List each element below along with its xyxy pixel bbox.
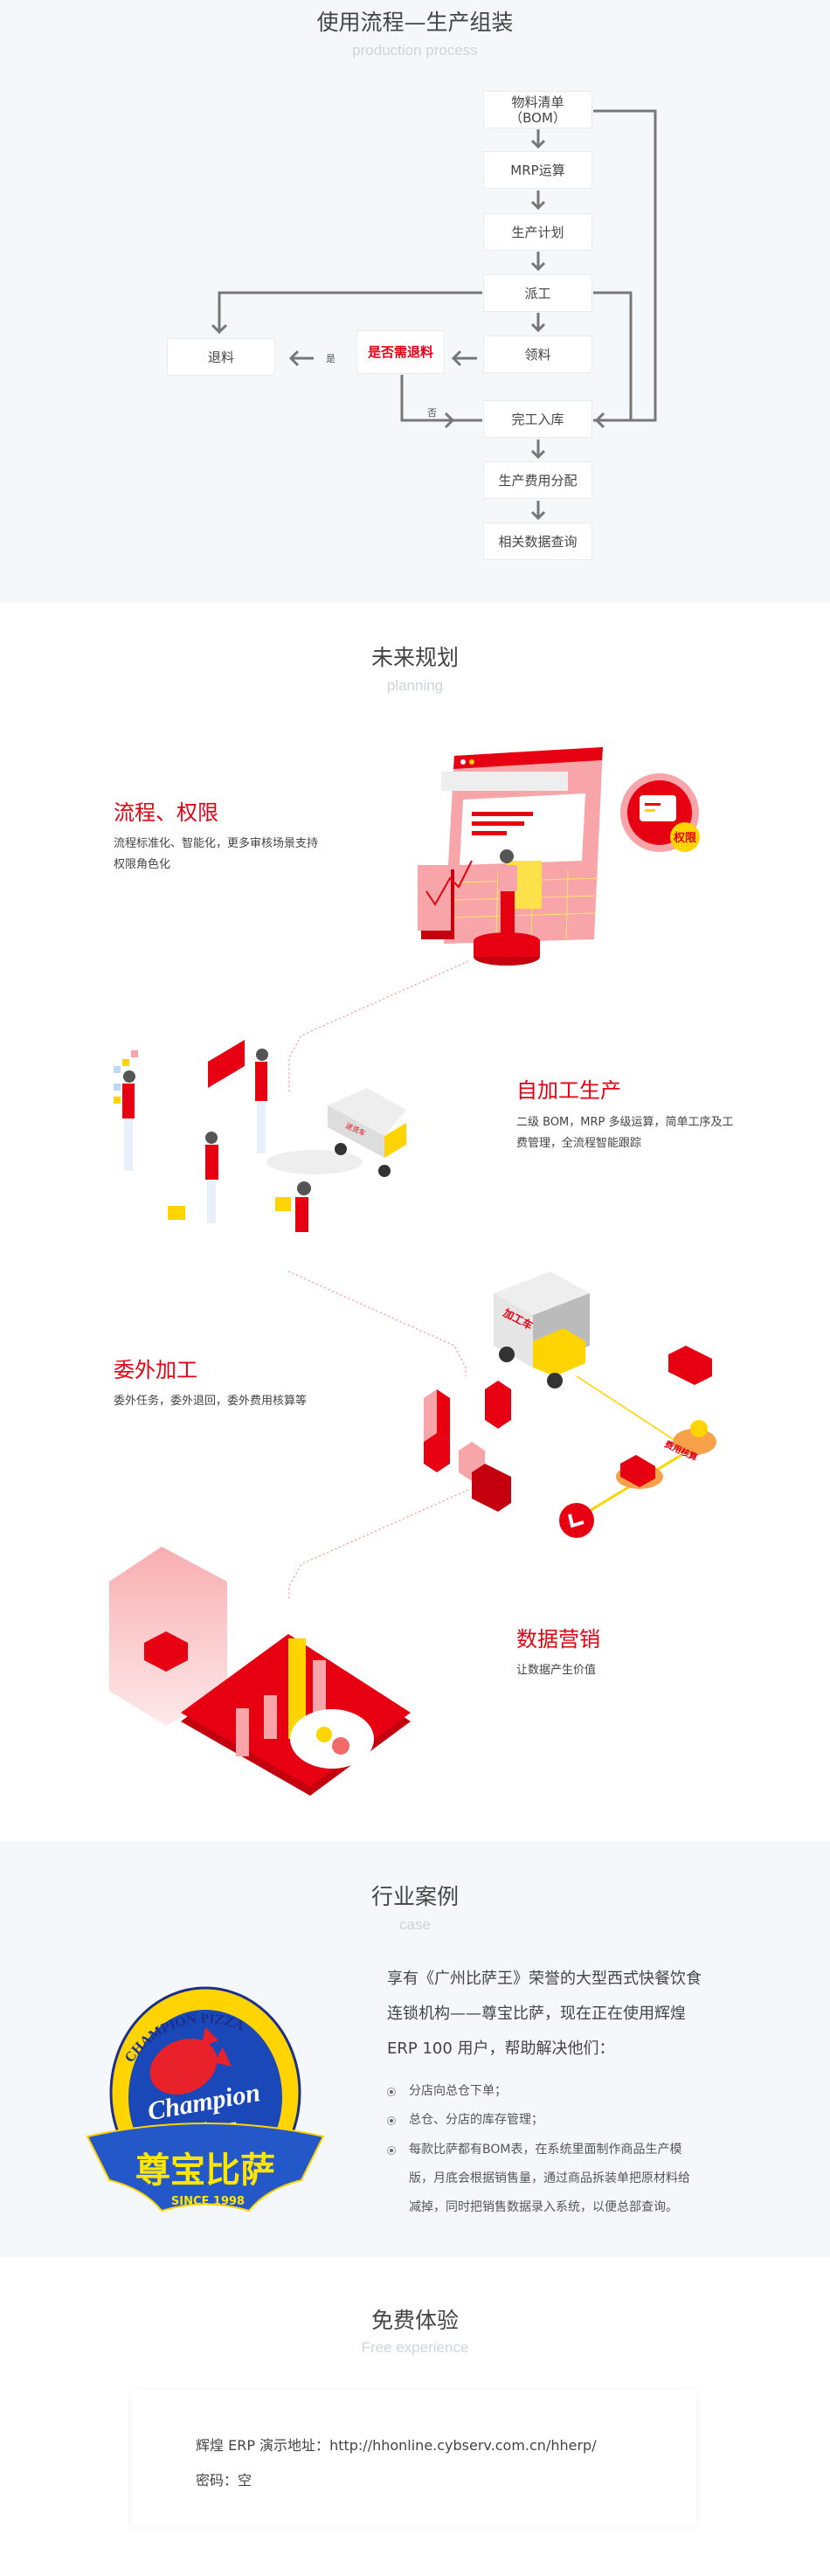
flow-step-query: 相关数据查询	[483, 523, 592, 560]
flow-step-dispatch: 派工	[483, 274, 592, 312]
plan-item-desc: 让数据产生价值	[516, 1660, 596, 1681]
intro-line: ERP 100 用户，帮助解决他们：	[387, 2039, 615, 2058]
intro-line: 享有《广州比萨王》荣誉的大型西式快餐饮食	[387, 1970, 702, 1988]
production-illustration: 送货车	[114, 1040, 406, 1232]
desc-line: 委外任务，委外退回，委外费用核算等	[114, 1395, 308, 1408]
plan-item-desc: 委外任务，委外退回，委外费用核算等	[114, 1391, 307, 1412]
process-subtitle: production process	[352, 42, 478, 59]
flow-connectors	[211, 109, 657, 521]
plan-item-desc: 流程标准化、智能化，更多审核场景支持 权限角色化	[114, 834, 318, 876]
arrow-down-icon	[530, 129, 546, 149]
arrow-left-icon	[288, 350, 300, 367]
bullet-text: 减掉，同时把销售数据录入系统，以便总部查询。	[409, 2200, 678, 2214]
desc-line: 让数据产生价值	[516, 1664, 597, 1677]
arrow-right-icon	[444, 412, 455, 429]
process-title: 使用流程—生产组装	[316, 10, 514, 35]
plan-item-title: 数据营销	[516, 1627, 600, 1652]
data-marketing-illustration	[109, 1547, 411, 1796]
case-intro: 享有《广州比萨王》荣誉的大型西式快餐饮食 连锁机构——尊宝比萨，现在正在使用辉煌…	[387, 1962, 754, 2067]
desc-line: 流程标准化、智能化，更多审核场景支持	[114, 837, 319, 850]
arrow-left-icon	[594, 412, 605, 429]
trial-subtitle: Free experience	[361, 2339, 469, 2356]
decision-no-line	[400, 375, 482, 422]
workflow-illustration: 权限	[418, 747, 700, 966]
intro-line: 连锁机构——尊宝比萨，现在正在使用辉煌	[387, 2005, 686, 2023]
plan-item-title: 自加工生产	[516, 1078, 621, 1103]
trial-title: 免费体验	[370, 2308, 459, 2333]
arrow-down-icon	[530, 501, 546, 521]
bullet-icon	[387, 2088, 396, 2096]
planning-subtitle: planning	[386, 677, 444, 694]
permission-badge: 权限	[673, 831, 697, 845]
desc-line: 费管理，全流程智能跟踪	[516, 1137, 642, 1150]
case-bullet: 分店向总仓下单；	[387, 2077, 737, 2106]
svg-text:SINCE 1998: SINCE 1998	[171, 2195, 245, 2208]
champion-pizza-logo: CHAMPION PIZZA Champion Pizza 尊宝比萨 SINCE…	[86, 1986, 325, 2212]
yes-label: 是	[326, 353, 335, 364]
bullet-text: 总仓、分店的库存管理；	[409, 2113, 543, 2127]
demo-address-row: 辉煌 ERP 演示地址：http://hhonline.cybserv.com.…	[196, 2434, 597, 2455]
case-subtitle: case	[399, 1916, 431, 1933]
dispatch-return-line	[218, 291, 482, 332]
arrow-down-icon	[530, 440, 546, 460]
flow-step-pick: 领料	[483, 336, 592, 373]
demo-label: 辉煌 ERP 演示地址：	[196, 2437, 330, 2454]
outsourcing-illustration: 加工车 费用核算	[424, 1271, 716, 1538]
bullet-text: 分店向总仓下单；	[409, 2084, 507, 2098]
flow-step-bom: 物料清单 （BOM）	[483, 91, 592, 128]
password-label: 密码：	[196, 2472, 239, 2489]
password-value: 空	[238, 2472, 252, 2489]
case-bullet: 每款比萨都有BOM表，在系统里面制作商品生产模 版，月底会根据销售量，通过商品拆…	[387, 2136, 737, 2222]
cube-cluster	[424, 1381, 511, 1512]
bom-loop-line	[593, 109, 657, 422]
plan-item-title: 委外加工	[114, 1358, 197, 1382]
plan-item-title: 流程、权限	[114, 800, 218, 825]
arrow-left-icon	[451, 350, 462, 367]
desc-line: 二级 BOM，MRP 多级运算，简单工序及工	[516, 1116, 734, 1129]
process-section	[0, 0, 830, 603]
no-label: 否	[427, 407, 437, 419]
svg-text:尊宝比萨: 尊宝比萨	[135, 2150, 275, 2191]
desc-line: 权限角色化	[114, 858, 171, 871]
arrow-down-icon	[530, 190, 546, 211]
flow-step-return: 退料	[167, 338, 275, 376]
dispatch-loop-line	[593, 291, 633, 420]
flow-step-complete: 完工入库	[483, 400, 592, 438]
flow-step-cost: 生产费用分配	[483, 461, 592, 499]
plan-item-desc: 二级 BOM，MRP 多级运算，简单工序及工 费管理，全流程智能跟踪	[516, 1112, 734, 1154]
password-row: 密码：空	[196, 2469, 252, 2489]
trial-card: 辉煌 ERP 演示地址：http://hhonline.cybserv.com.…	[131, 2390, 696, 2527]
planning-title: 未来规划	[370, 645, 459, 670]
planning-dotted-paths	[287, 960, 469, 1599]
demo-url-link[interactable]: http://hhonline.cybserv.com.cn/hherp/	[329, 2437, 597, 2454]
flow-step-plan: 生产计划	[483, 213, 592, 251]
case-bullet: 总仓、分店的库存管理；	[387, 2106, 737, 2135]
arrow-down-icon	[530, 313, 546, 333]
flow-decision: 是否需退料	[356, 330, 445, 374]
bullet-text: 版，月底会根据销售量，通过商品拆装单把原材料给	[409, 2171, 690, 2185]
bullet-icon	[387, 2146, 396, 2155]
arrow-down-icon	[530, 252, 546, 272]
case-title: 行业案例	[370, 1884, 459, 1909]
bullet-icon	[387, 2116, 396, 2125]
flow-step-mrp: MRP运算	[483, 151, 592, 189]
arrow-down-icon	[211, 323, 228, 335]
bullet-text: 每款比萨都有BOM表，在系统里面制作商品生产模	[409, 2143, 682, 2157]
